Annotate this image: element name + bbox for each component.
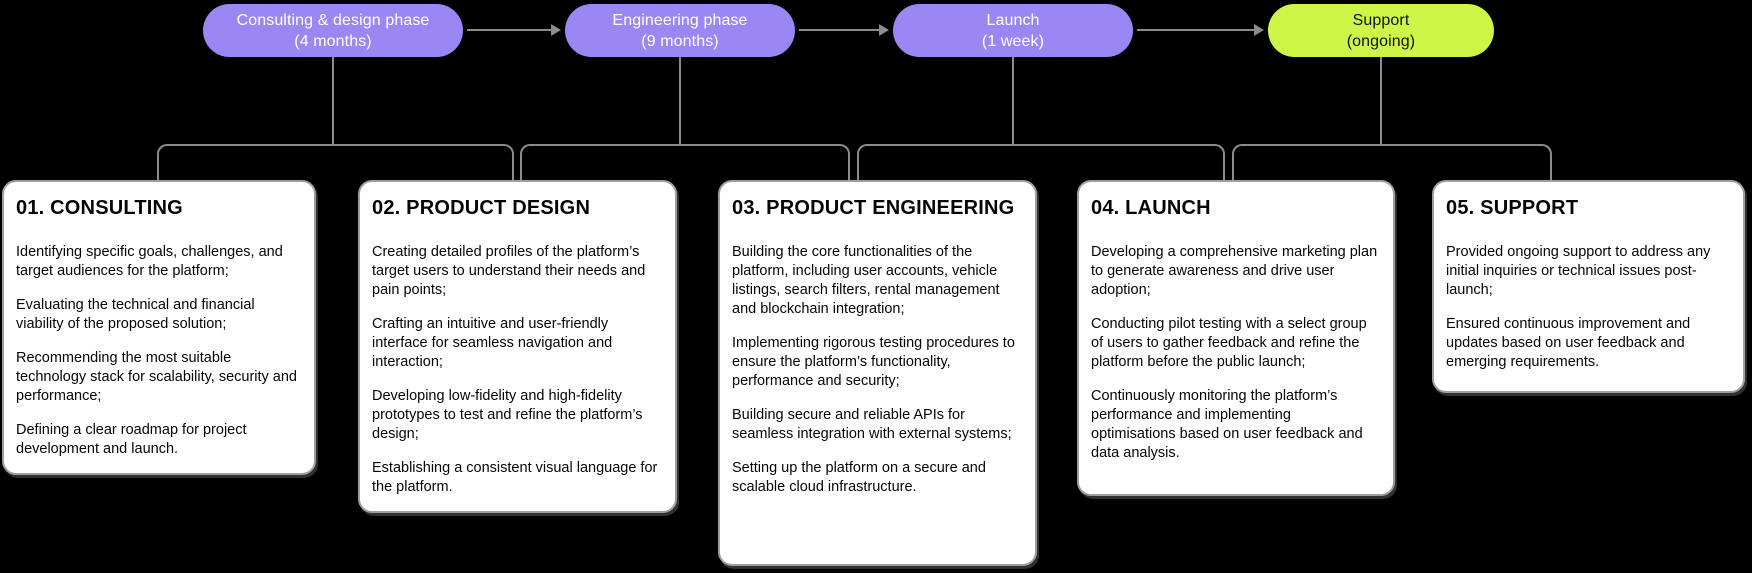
arrow-head-icon [879,24,889,36]
card-paragraph: Setting up the platform on a secure and … [732,460,986,495]
arrow-consulting-to-engineering [467,23,561,37]
connector-bracket-4 [1232,144,1552,180]
arrow-head-icon [1254,24,1264,36]
card-paragraph: Building the core functionalities of the… [732,244,1000,317]
card-product-engineering: 03. PRODUCT ENGINEERING Building the cor… [718,180,1037,566]
phase-pill-consulting-design: Consulting & design phase (4 months) [203,4,463,57]
arrow-shaft [467,29,552,31]
connector-bracket-3 [857,144,1225,180]
phase-pill-engineering: Engineering phase (9 months) [565,4,795,57]
connector-vline-consulting [332,57,334,145]
phase-name: Support [1352,11,1410,29]
phase-duration: (ongoing) [1346,32,1416,50]
card-paragraph: Establishing a consistent visual languag… [372,460,658,495]
card-title: 05. SUPPORT [1446,197,1579,219]
phase-duration: (9 months) [641,32,719,50]
connector-vline-support [1380,57,1382,145]
phase-name: Consulting & design phase [236,11,430,29]
card-product-design: 02. PRODUCT DESIGN Creating detailed pro… [358,180,677,513]
card-paragraph: Ensured continuous improvement and updat… [1446,316,1691,370]
arrow-shaft [799,29,880,31]
card-paragraph: Continuously monitoring the platform’s p… [1091,388,1363,461]
card-paragraph: Evaluating the technical and financial v… [16,297,255,332]
arrow-head-icon [551,24,561,36]
card-title: 03. PRODUCT ENGINEERING [732,197,1015,219]
card-support: 05. SUPPORT Provided ongoing support to … [1432,180,1745,393]
card-title: 04. LAUNCH [1091,197,1211,219]
card-paragraph: Crafting an intuitive and user-friendly … [372,316,613,370]
connector-vline-engineering [679,57,681,145]
card-title: 02. PRODUCT DESIGN [372,197,591,219]
card-consulting: 01. CONSULTING Identifying specific goal… [2,180,316,475]
phase-duration: (1 week) [981,32,1045,50]
phase-name: Engineering phase [612,11,748,29]
card-paragraph: Provided ongoing support to address any … [1446,244,1711,298]
connector-bracket-2 [520,144,850,180]
card-paragraph: Implementing rigorous testing procedures… [732,335,1015,389]
arrow-shaft [1137,29,1255,31]
card-paragraph: Creating detailed profiles of the platfo… [372,244,646,298]
phase-name: Launch [986,11,1040,29]
phase-pill-support: Support (ongoing) [1268,4,1494,57]
phase-duration: (4 months) [294,32,372,50]
card-paragraph: Developing a comprehensive marketing pla… [1091,244,1378,298]
arrow-engineering-to-launch [799,23,889,37]
card-launch: 04. LAUNCH Developing a comprehensive ma… [1077,180,1395,496]
arrow-launch-to-support [1137,23,1264,37]
card-paragraph: Building secure and reliable APIs for se… [732,407,1012,442]
card-paragraph: Conducting pilot testing with a select g… [1091,316,1367,370]
connector-vline-launch [1012,57,1014,145]
card-title: 01. CONSULTING [16,197,183,219]
card-paragraph: Developing low-fidelity and high-fidelit… [372,388,643,442]
phase-pill-launch: Launch (1 week) [893,4,1133,57]
connector-bracket-1 [157,144,514,180]
card-paragraph: Identifying specific goals, challenges, … [16,244,283,279]
card-paragraph: Defining a clear roadmap for project dev… [16,422,247,457]
card-paragraph: Recommending the most suitable technolog… [16,350,298,404]
